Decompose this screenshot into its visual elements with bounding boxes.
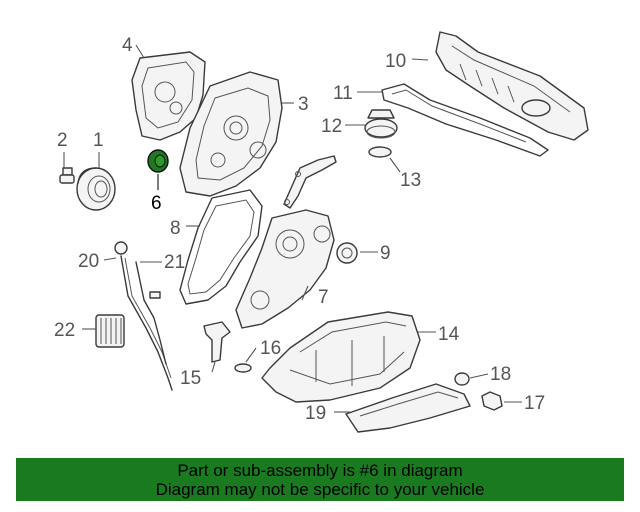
callout-1[interactable]: 1 bbox=[93, 130, 104, 151]
part-18-drain-plug-gasket[interactable] bbox=[454, 372, 470, 386]
callout-3[interactable]: 3 bbox=[298, 94, 309, 115]
callout-2[interactable]: 2 bbox=[57, 130, 68, 151]
part-19-oil-pan-baffle[interactable] bbox=[345, 383, 471, 433]
part-8-timing-gasket[interactable] bbox=[179, 189, 263, 305]
part-3-timing-cover[interactable] bbox=[179, 71, 283, 197]
part-5-bracket[interactable] bbox=[283, 155, 337, 209]
banner-line-disclaimer: Diagram may not be specific to your vehi… bbox=[155, 479, 485, 499]
callout-labels: 1 2 3 4 6 7 8 9 10 11 12 13 14 15 16 17 … bbox=[54, 35, 545, 424]
parts-diagram: 1 2 3 4 6 7 8 9 10 11 12 13 14 15 16 17 … bbox=[54, 31, 589, 433]
callout-8[interactable]: 8 bbox=[170, 218, 181, 239]
callout-7[interactable]: 7 bbox=[318, 287, 329, 308]
callout-16[interactable]: 16 bbox=[260, 338, 281, 359]
callout-15[interactable]: 15 bbox=[180, 368, 201, 389]
part-7-front-cover[interactable] bbox=[235, 209, 335, 329]
callout-19[interactable]: 19 bbox=[305, 403, 326, 424]
part-13-cap-seal[interactable] bbox=[368, 146, 392, 158]
part-21-dipstick-tube[interactable] bbox=[135, 261, 167, 365]
callout-11[interactable]: 11 bbox=[333, 83, 353, 104]
part-4-cover-gasket[interactable] bbox=[131, 51, 206, 141]
part-22-oil-filter[interactable] bbox=[95, 314, 125, 348]
callout-13[interactable]: 13 bbox=[400, 170, 421, 191]
part-14-oil-pan[interactable] bbox=[261, 311, 421, 403]
callout-20[interactable]: 20 bbox=[78, 251, 99, 272]
part-1-crankshaft-seal[interactable] bbox=[76, 167, 116, 211]
callout-12[interactable]: 12 bbox=[321, 116, 342, 137]
callout-18[interactable]: 18 bbox=[490, 364, 511, 385]
callout-6[interactable]: 6 bbox=[151, 193, 162, 214]
part-2-bolt[interactable] bbox=[59, 167, 75, 184]
banner-line-part: Part or sub-assembly is #6 in diagram bbox=[177, 460, 463, 480]
part-9-cover-plug[interactable] bbox=[336, 242, 358, 264]
part-12-oil-filler-cap[interactable] bbox=[364, 109, 398, 139]
callout-9[interactable]: 9 bbox=[380, 243, 391, 264]
callout-14[interactable]: 14 bbox=[438, 324, 460, 345]
callout-leaders bbox=[63, 44, 522, 413]
part-6-camshaft-seal[interactable] bbox=[147, 149, 169, 173]
info-banner: Part or sub-assembly is #6 in diagram Di… bbox=[16, 458, 624, 501]
part-11-valve-cover-gasket[interactable] bbox=[381, 83, 549, 157]
part-16-sensor-gasket[interactable] bbox=[234, 363, 252, 373]
callout-22[interactable]: 22 bbox=[54, 320, 75, 341]
part-17-drain-plug[interactable] bbox=[481, 391, 503, 411]
part-10-valve-cover[interactable] bbox=[435, 31, 589, 141]
callout-17[interactable]: 17 bbox=[524, 393, 545, 414]
callout-4[interactable]: 4 bbox=[122, 35, 133, 56]
callout-21[interactable]: 21 bbox=[164, 252, 185, 273]
callout-10[interactable]: 10 bbox=[385, 51, 406, 72]
part-15-oil-level-sensor[interactable] bbox=[203, 321, 231, 363]
